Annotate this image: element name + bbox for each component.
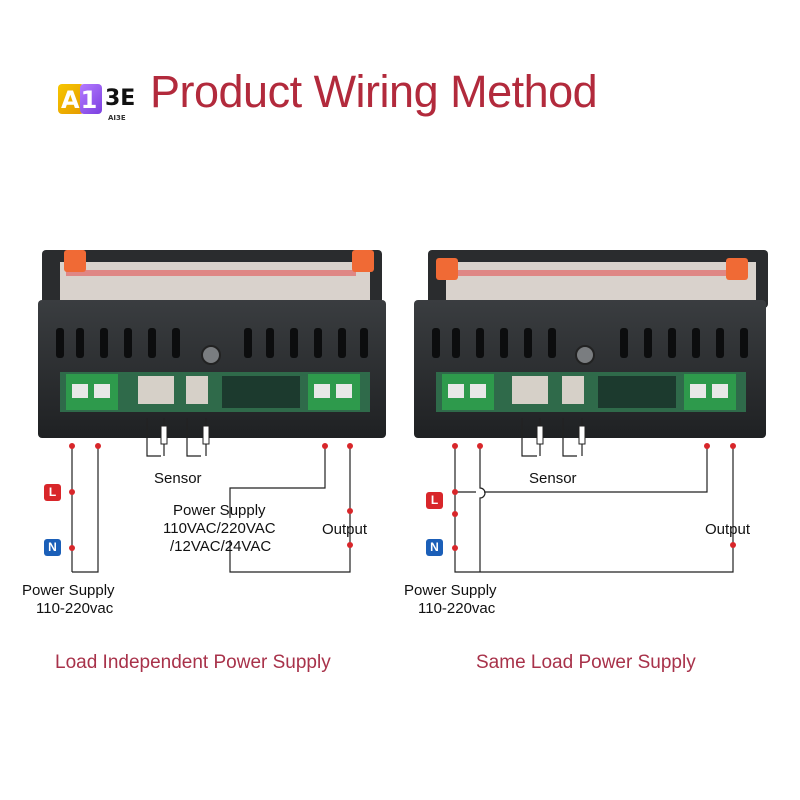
clip-right xyxy=(726,258,748,280)
sensor-label-left: Sensor xyxy=(154,470,202,487)
logo-small-text: AI3E xyxy=(108,114,126,122)
controller-right xyxy=(414,250,768,438)
live-badge-left: L xyxy=(44,484,61,501)
neutral-badge-right: N xyxy=(426,539,443,556)
power-supply-label-left: Power Supply xyxy=(22,582,115,599)
sensor-connector-1 xyxy=(138,376,174,404)
clip-left xyxy=(436,258,458,280)
controller-supply-label: Power Supply xyxy=(173,502,266,519)
logo-suffix-text: 3E xyxy=(105,86,136,111)
neutral-badge-left: N xyxy=(44,539,61,556)
adjust-screw xyxy=(201,345,221,365)
sensor-connector-2 xyxy=(562,376,584,404)
logo-block-purple xyxy=(80,84,102,114)
wiring-right xyxy=(454,418,734,573)
brand-logo: A1 3E AI3E xyxy=(58,84,158,124)
live-badge-right: L xyxy=(426,492,443,509)
logo-block-yellow xyxy=(58,84,84,114)
sensor-connector-2 xyxy=(186,376,208,404)
sensor-resistors-left xyxy=(160,425,210,445)
caption-right: Same Load Power Supply xyxy=(476,652,696,673)
page-title: Product Wiring Method xyxy=(150,66,598,117)
output-label-right: Output xyxy=(705,521,751,538)
wire-dots-left xyxy=(69,443,353,551)
adjust-screw xyxy=(575,345,595,365)
logo-main-text: A1 xyxy=(61,86,99,114)
power-supply-label-right: Power Supply xyxy=(404,582,497,599)
clip-right xyxy=(352,250,374,272)
sensor-resistors-right xyxy=(536,425,586,445)
caption-left: Load Independent Power Supply xyxy=(55,652,331,673)
clip-left xyxy=(64,250,86,272)
sensor-label-right: Sensor xyxy=(529,470,577,487)
wire-dots-right xyxy=(452,443,736,551)
power-voltage-left: 110-220vac xyxy=(36,600,114,617)
power-voltage-right: 110-220vac xyxy=(418,600,496,617)
controller-left xyxy=(38,250,386,438)
output-label-left: Output xyxy=(322,521,368,538)
controller-supply-voltages-1: 110VAC/220VAC xyxy=(163,520,276,537)
sensor-connector-1 xyxy=(512,376,548,404)
controller-supply-voltages-2: /12VAC/24VAC xyxy=(170,538,272,555)
